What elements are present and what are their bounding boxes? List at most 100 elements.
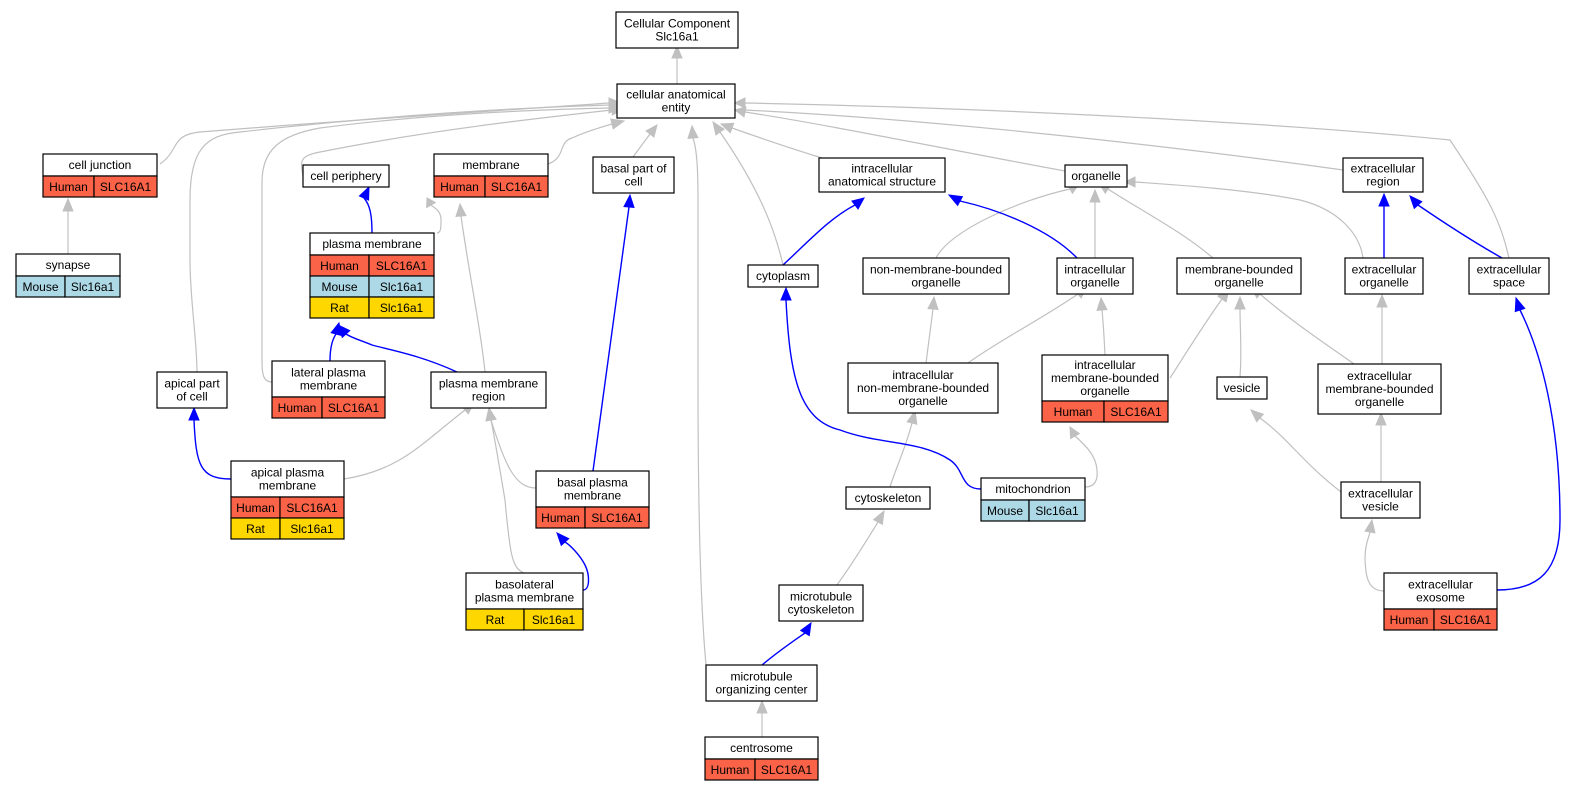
node-label-line: membrane-bounded [1051,371,1159,385]
gene-cell [279,517,345,540]
is-a-edge [1169,298,1223,379]
node-label-line: organelle [1071,169,1121,183]
is-a-arrowhead [719,122,735,134]
species-label: Mouse [22,280,58,294]
is-a-edge [731,127,823,159]
is-a-edge [1107,188,1214,259]
gene-cell [523,608,584,631]
gene-cell [584,506,650,529]
species-label: Human [278,401,317,415]
is-a-arrowhead [426,197,437,209]
node-label-line: cell periphery [310,169,381,183]
node-vesicle[interactable]: vesicle [1216,376,1268,400]
is-a-arrowhead [1250,409,1265,423]
is-a-arrowhead [62,197,74,212]
is-a-edge [460,215,486,373]
gene-label: Slc16a1 [532,613,576,627]
part-of-edge [363,197,373,234]
species-label: Rat [246,522,265,536]
part-of-arrowhead [188,406,200,421]
part-of-edge [564,541,590,591]
node-header-box [592,156,675,194]
node-label-line: cell junction [69,158,132,172]
node-label-line: Slc16a1 [655,30,699,44]
node-label-line: basolateral [495,578,554,592]
node-label-line: membrane [300,379,358,393]
node-label-line: plasma membrane [439,377,539,391]
is-a-arrowhead [687,124,699,139]
part-of-arrowhead [947,194,964,207]
is-a-arrowhead [712,120,725,136]
node-cell-periphery[interactable]: cell periphery [302,164,390,188]
node-label-line: intracellular [1074,358,1135,372]
node-label-line: organelle [1070,276,1120,290]
species-label: Human [49,180,88,194]
part-of-edge [782,204,856,266]
is-a-edge [490,419,537,489]
species-label: Human [1054,405,1093,419]
node-header-box [615,11,739,49]
node-label-line: membrane [462,158,520,172]
node-label-line: exosome [1416,591,1465,605]
gene-cell [1433,608,1498,631]
node-label-line: vesicle [1362,500,1399,514]
is-a-arrowhead [1234,295,1246,310]
gene-label: SLC16A1 [1110,405,1162,419]
species-label: Mouse [321,280,357,294]
node-label-line: region [1366,175,1399,189]
node-header-box [1342,157,1424,193]
gene-cell [321,396,386,419]
is-a-edge [343,409,466,480]
node-organelle[interactable]: organelle [1064,164,1128,188]
gene-label: Slc16a1 [380,301,424,315]
is-a-arrowhead [455,202,467,217]
gene-cell [484,175,549,198]
node-cytoskeleton[interactable]: cytoskeleton [845,486,931,510]
gene-label: SLC16A1 [100,180,152,194]
node-header-box [862,257,1010,295]
node-label-line: space [1493,276,1525,290]
gene-cell [93,175,158,198]
gene-label: SLC16A1 [1440,613,1492,627]
gene-cell [1028,499,1086,522]
part-of-edge [193,419,232,480]
node-header-box [616,83,736,119]
node-ic-nmbo[interactable]: intracellularnon-membrane-boundedorganel… [847,362,999,414]
node-label-line: of cell [176,390,207,404]
node-header-box [465,572,584,610]
is-a-arrowhead [733,106,747,118]
node-ic-mbo[interactable]: intracellularmembrane-boundedorganelleHu… [1041,354,1169,423]
node-header-box [1317,363,1442,415]
node-cytoplasm[interactable]: cytoplasm [747,264,819,288]
is-a-edge [719,131,784,266]
node-label-line: Cellular Component [624,17,731,31]
node-label-line: cytoplasm [756,269,810,283]
